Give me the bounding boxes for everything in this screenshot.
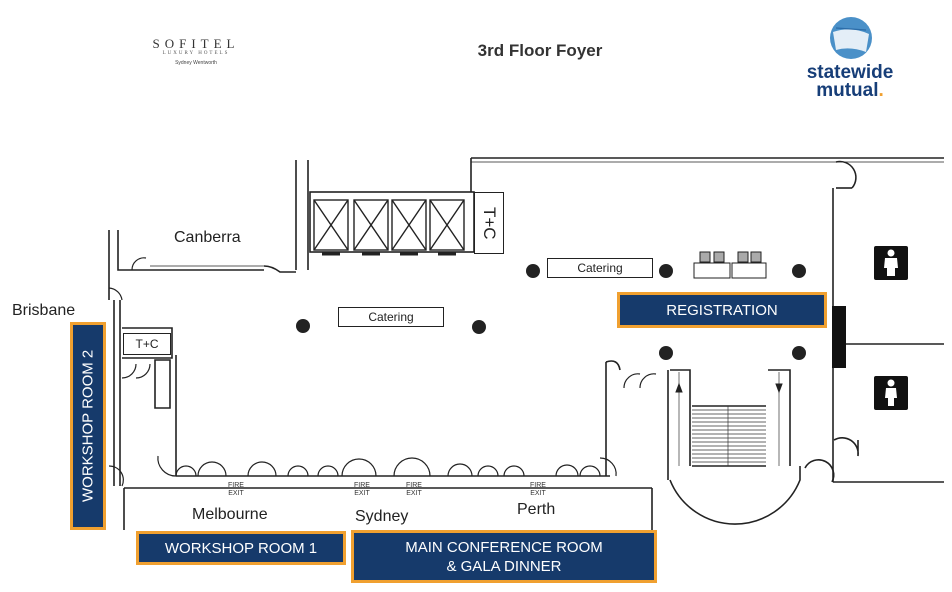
registration-badge[interactable]: REGISTRATION bbox=[617, 292, 827, 328]
hotel-name: SOFITEL bbox=[152, 36, 240, 51]
logo-text-line2-wrap: mutual. bbox=[785, 80, 915, 101]
workshop-room-2-badge[interactable]: WORKSHOP ROOM 2 bbox=[70, 322, 106, 530]
room-label-canberra: Canberra bbox=[174, 229, 241, 246]
person-icon-shape bbox=[885, 379, 897, 406]
catering-right-table: Catering bbox=[547, 258, 653, 278]
room-label-melbourne: Melbourne bbox=[192, 506, 268, 523]
hotel-tagline: LUXURY HOTELS bbox=[162, 51, 230, 56]
fire-exit-melbourne: FIRE EXIT bbox=[221, 482, 251, 498]
main-conference-label-line2: & GALA DINNER bbox=[446, 557, 562, 575]
fire-exit-line2: EXIT bbox=[228, 490, 244, 497]
registration-label: REGISTRATION bbox=[666, 301, 778, 319]
page-title: 3rd Floor Foyer bbox=[477, 41, 603, 60]
fire-exit-line1: FIRE bbox=[406, 482, 422, 489]
logo-dot: . bbox=[878, 80, 884, 101]
logo-text-line1: statewide bbox=[806, 62, 894, 83]
fire-exit-line1: FIRE bbox=[530, 482, 546, 489]
main-conference-badge[interactable]: MAIN CONFERENCE ROOM & GALA DINNER bbox=[351, 530, 657, 583]
logo-text-line2: mutual bbox=[816, 80, 879, 101]
tc-left-label: T+C bbox=[135, 337, 159, 351]
fire-exit-line1: FIRE bbox=[228, 482, 244, 489]
tc-top-label: T+C bbox=[480, 206, 499, 240]
room-label-perth: Perth bbox=[517, 501, 556, 518]
fire-exit-sydney-right: FIRE EXIT bbox=[399, 482, 429, 498]
person-icon-shape bbox=[884, 249, 898, 276]
fire-exit-perth: FIRE EXIT bbox=[523, 482, 553, 498]
tc-top-box: T+C bbox=[474, 192, 504, 254]
person-icon bbox=[874, 376, 908, 410]
tc-left-box: T+C bbox=[123, 333, 171, 355]
fire-exit-line1: FIRE bbox=[354, 482, 370, 489]
catering-center-label: Catering bbox=[368, 310, 414, 324]
room-label-brisbane: Brisbane bbox=[12, 302, 76, 319]
fire-exit-sydney-left: FIRE EXIT bbox=[347, 482, 377, 498]
catering-center-table: Catering bbox=[338, 307, 444, 327]
fire-exit-line2: EXIT bbox=[354, 490, 370, 497]
person-icon bbox=[874, 246, 908, 280]
workshop-room-1-label: WORKSHOP ROOM 1 bbox=[164, 539, 318, 557]
fire-exit-line2: EXIT bbox=[530, 490, 546, 497]
main-conference-label-line1: MAIN CONFERENCE ROOM bbox=[405, 538, 603, 556]
room-label-sydney: Sydney bbox=[355, 508, 409, 525]
fire-exit-line2: EXIT bbox=[406, 490, 422, 497]
workshop-room-2-label: WORKSHOP ROOM 2 bbox=[79, 349, 97, 503]
hotel-location: Sydney Wentworth bbox=[175, 60, 217, 66]
workshop-room-1-badge[interactable]: WORKSHOP ROOM 1 bbox=[136, 531, 346, 565]
catering-right-label: Catering bbox=[577, 261, 623, 275]
